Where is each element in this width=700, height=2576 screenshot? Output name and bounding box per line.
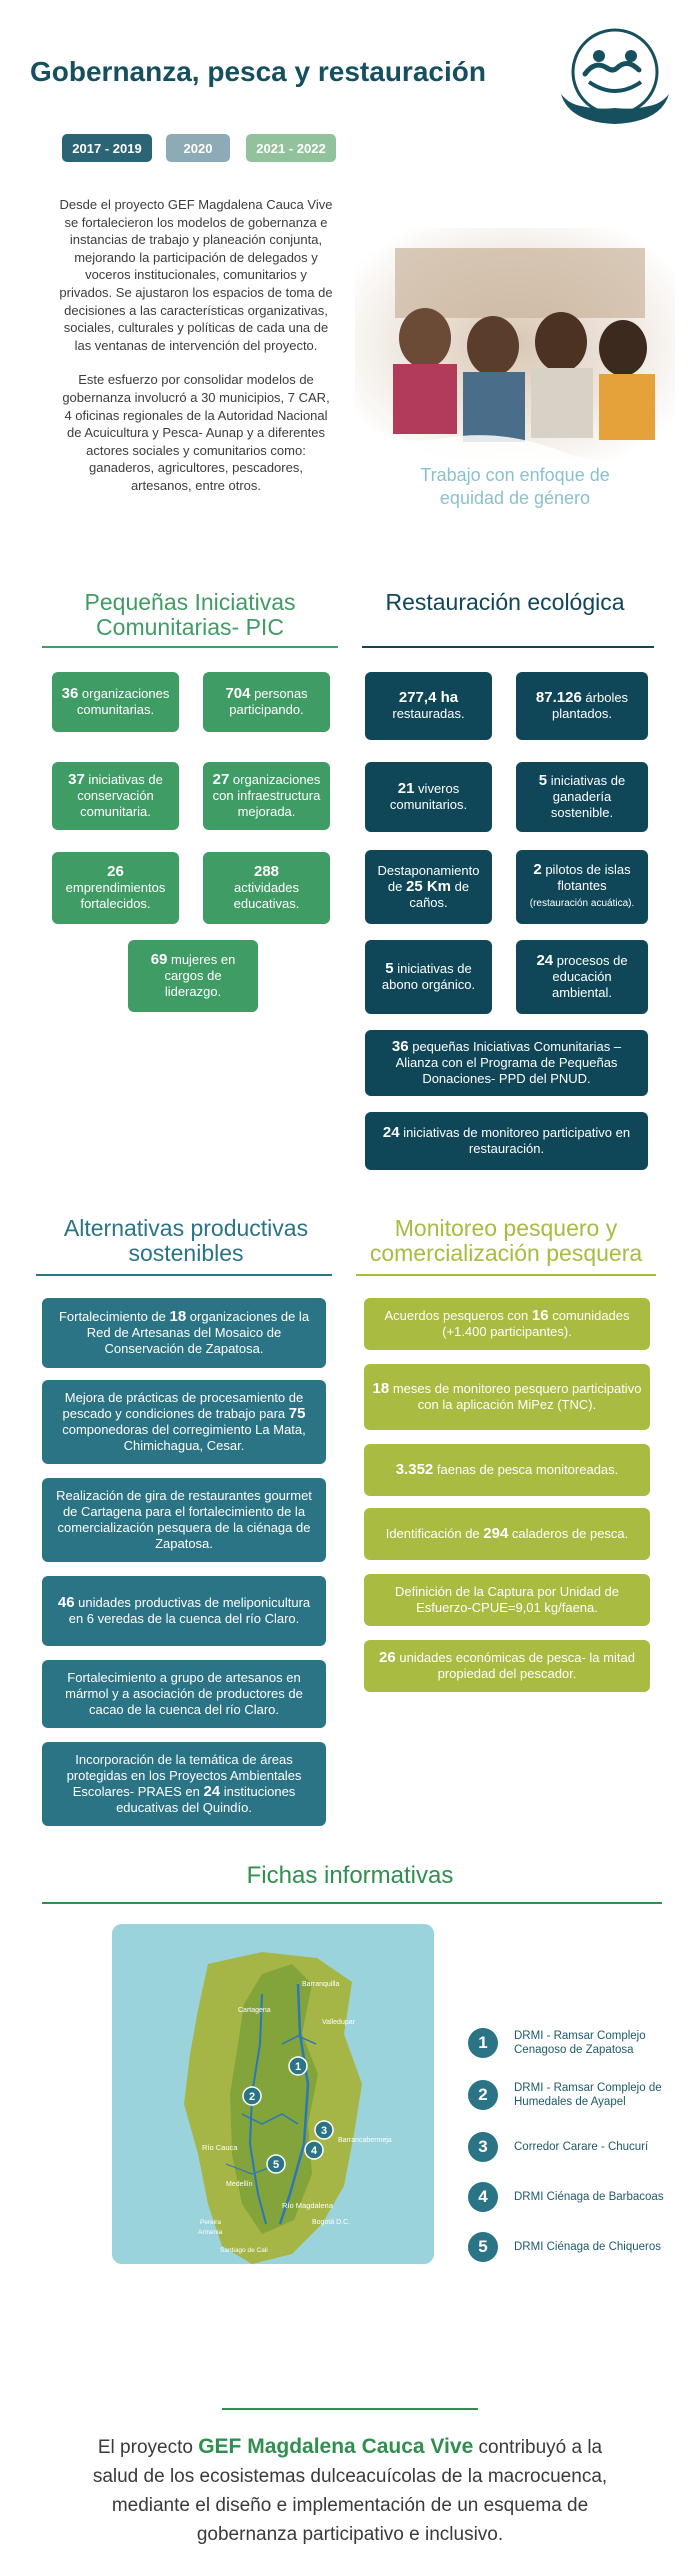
monitoreo-section-title: Monitoreo pesquero y comercialización pe… xyxy=(369,1215,643,1266)
pic-card-organizaciones: 36 organizaciones comunitarias. xyxy=(52,672,179,732)
year-2020-badge: 2020 xyxy=(166,134,230,162)
map-marker-2-label: 2 xyxy=(249,2091,255,2103)
map-marker-5 xyxy=(266,2154,286,2174)
legend-label-4: DRMI Ciénaga de Barbacoas xyxy=(514,2191,664,2203)
alternativas-section-title: Alternativas productivas sostenibles xyxy=(63,1215,309,1266)
legend-num-2: 2 xyxy=(468,2080,498,2110)
legend-num-1: 1 xyxy=(468,2028,498,2058)
map-label-barranquilla: Barranquilla xyxy=(302,1981,339,1988)
monitoreo-divider xyxy=(356,1274,656,1276)
resto-card-canos: Destaponamiento de 25 Km de caños. xyxy=(365,850,492,924)
pic-section-title: Pequeñas Iniciativas Comunitarias- PIC xyxy=(84,589,296,640)
photo-caption: Trabajo con enfoque de equidad de género xyxy=(420,465,610,508)
resto-card-ganaderia: 5 iniciativas de ganadería sostenible. xyxy=(516,762,648,832)
pic-card-mujeres: 69 mujeres en cargos de liderazgo. xyxy=(128,940,258,1012)
alt-card-marmol: Fortalecimiento a grupo de artesanos en … xyxy=(42,1660,326,1728)
alt-card-artesanas: Fortalecimiento de 18 organizaciones de … xyxy=(42,1298,326,1368)
map-label-rio-cauca: Río Cauca xyxy=(202,2143,238,2152)
alt-card-praes: Incorporación de la temática de áreas pr… xyxy=(42,1742,326,1826)
map-label-barrancabermeja: Barrancabermeja xyxy=(338,2137,392,2144)
map-marker-5-label: 5 xyxy=(273,2159,279,2171)
restauracion-divider xyxy=(362,646,654,648)
mon-card-unidades: 26 unidades económicas de pesca- la mita… xyxy=(364,1640,650,1692)
year-2021-2022-badge: 2021 - 2022 xyxy=(246,134,336,162)
logo-hands-icon xyxy=(561,28,669,124)
mon-card-faenas: 3.352 faenas de pesca monitoreadas. xyxy=(364,1444,650,1496)
basin-map: Barranquilla Cartagena Valledupar Barran… xyxy=(112,1924,434,2264)
legend-item-4: 4 DRMI Ciénaga de Barbacoas xyxy=(468,2182,664,2212)
mon-card-acuerdos: Acuerdos pesqueros con 16 comunidades (+… xyxy=(364,1298,650,1350)
map-label-medellin: Medellín xyxy=(226,2181,253,2188)
page-title: Gobernanza, pesca y restauración xyxy=(30,56,486,87)
mon-card-mipez: 18 meses de monitoreo pesquero participa… xyxy=(364,1364,650,1430)
intro-paragraph-2: Este esfuerzo por consolidar modelos de … xyxy=(62,372,330,493)
legend-num-4: 4 xyxy=(468,2182,498,2212)
resto-card-viveros: 21 viveros comunitarios. xyxy=(365,762,492,832)
legend-label-5: DRMI Ciénaga de Chiqueros xyxy=(514,2241,662,2253)
resto-card-monitoreo: 24 iniciativas de monitoreo participativ… xyxy=(365,1112,648,1170)
map-label-cali: Santiago de Cali xyxy=(220,2247,268,2254)
alt-card-meliponicultura: 46 unidades productivas de meliponicultu… xyxy=(42,1576,326,1646)
legend-label-1: DRMI - Ramsar Complejo Cenagoso de Zapat… xyxy=(514,2030,646,2056)
mon-card-cpue: Definición de la Captura por Unidad de E… xyxy=(364,1574,650,1626)
map-label-rio-magdalena: Río Magdalena xyxy=(282,2201,334,2210)
women-group-photo xyxy=(355,228,675,460)
map-marker-4 xyxy=(304,2140,324,2160)
fichas-divider xyxy=(42,1902,662,1904)
map-label-pereira: Pereira xyxy=(200,2219,221,2226)
intro-paragraph-1: Desde el proyecto GEF Magdalena Cauca Vi… xyxy=(59,197,333,353)
legend-item-3: 3 Corredor Carare - Chucurí xyxy=(468,2132,664,2162)
alt-card-gira: Realización de gira de restaurantes gour… xyxy=(42,1478,326,1562)
mon-card-caladeros: Identificación de 294 caladeros de pesca… xyxy=(364,1508,650,1560)
map-marker-1 xyxy=(288,2056,308,2076)
year-2017-2019-badge: 2017 - 2019 xyxy=(62,134,152,162)
outro-divider xyxy=(222,2408,478,2410)
map-label-armenia: Armenia xyxy=(198,2229,223,2236)
resto-card-abono: 5 iniciativas de abono orgánico. xyxy=(365,940,492,1014)
alternativas-divider xyxy=(36,1274,332,1276)
map-label-cartagena: Cartagena xyxy=(238,2007,271,2014)
resto-card-educacion: 24 procesos de educación ambiental. xyxy=(516,940,648,1014)
pic-card-infraestructura: 27 organizaciones con infraestructura me… xyxy=(203,762,330,830)
restauracion-section-title: Restauración ecológica xyxy=(385,589,625,615)
resto-card-islas: 2 pilotos de islas flotantes(restauració… xyxy=(516,850,648,924)
pic-card-personas: 704 personas participando. xyxy=(203,672,330,732)
fichas-title: Fichas informativas xyxy=(246,1862,454,1889)
legend-num-3: 3 xyxy=(468,2132,498,2162)
outro-text: El proyecto GEF Magdalena Cauca Vive con… xyxy=(80,2432,620,2549)
outro-post: contribuyó a la salud de los ecosistemas… xyxy=(92,2437,608,2545)
outro-pre: El proyecto xyxy=(97,2437,199,2458)
intro-text: Desde el proyecto GEF Magdalena Cauca Vi… xyxy=(58,196,334,512)
pic-divider xyxy=(42,646,338,648)
resto-card-ppd: 36 pequeñas Iniciativas Comunitarias – A… xyxy=(365,1030,648,1096)
alt-card-pescado: Mejora de prácticas de procesamiento de … xyxy=(42,1380,326,1464)
map-marker-1-label: 1 xyxy=(295,2061,301,2073)
outro-highlight: GEF Magdalena Cauca Vive xyxy=(198,2435,474,2458)
resto-card-arboles: 87.126 árboles plantados. xyxy=(516,672,648,740)
map-marker-3 xyxy=(314,2120,334,2140)
legend-num-5: 5 xyxy=(468,2232,498,2262)
map-marker-3-label: 3 xyxy=(321,2125,327,2137)
map-label-bogota: Bogotá D.C. xyxy=(312,2219,350,2226)
map-marker-4-label: 4 xyxy=(311,2145,318,2157)
legend-label-3: Corredor Carare - Chucurí xyxy=(514,2141,649,2153)
pic-card-conservacion: 37 iniciativas de conservación comunitar… xyxy=(52,762,179,830)
legend-item-1: 1 DRMI - Ramsar Complejo Cenagoso de Zap… xyxy=(468,2028,664,2058)
legend-item-2: 2 DRMI - Ramsar Complejo de Humedales de… xyxy=(468,2080,664,2110)
map-label-valledupar: Valledupar xyxy=(322,2019,356,2026)
legend-label-2: DRMI - Ramsar Complejo de Humedales de A… xyxy=(514,2082,662,2108)
map-marker-2 xyxy=(242,2086,262,2106)
legend-item-5: 5 DRMI Ciénaga de Chiqueros xyxy=(468,2232,664,2262)
